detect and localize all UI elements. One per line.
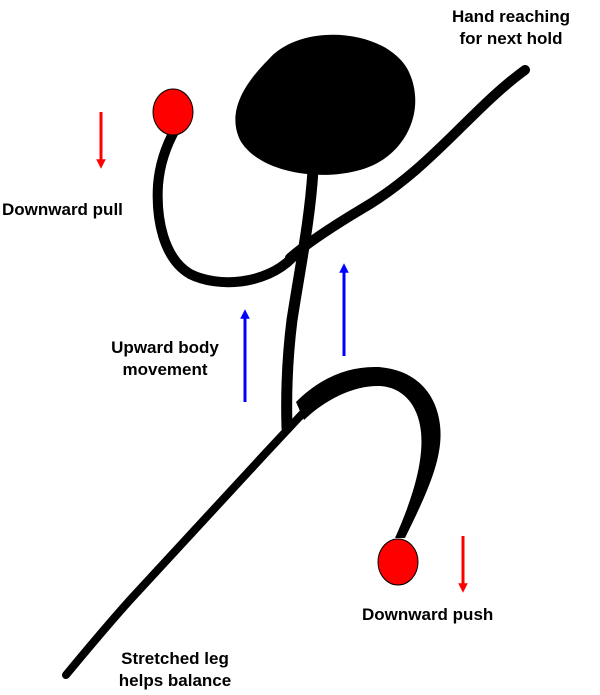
label-hand-reaching: Hand reaching for next hold xyxy=(428,6,594,50)
climber-head xyxy=(235,34,416,175)
hand-hold xyxy=(152,88,194,136)
climber-reaching-arm xyxy=(285,65,530,263)
label-downward-pull: Downward pull xyxy=(2,199,123,221)
label-line: Downward pull xyxy=(2,200,123,219)
label-line: Hand reaching xyxy=(451,7,571,26)
climber-torso xyxy=(281,164,319,434)
label-line: Stretched leg xyxy=(121,649,229,668)
label-line: Upward body xyxy=(111,338,219,357)
foot-hold xyxy=(377,538,419,586)
label-line: movement xyxy=(122,360,208,379)
label-upward-body-movement: Upward body movement xyxy=(90,337,240,381)
label-line: Downward push xyxy=(362,605,494,624)
label-downward-push: Downward push xyxy=(362,604,493,626)
climber-pulling-arm xyxy=(152,123,297,288)
label-stretched-leg: Stretched leg helps balance xyxy=(92,648,258,692)
climber-stretched-leg xyxy=(62,408,308,679)
label-line: for next hold xyxy=(459,29,563,48)
climber-bent-leg xyxy=(296,366,441,538)
label-line: helps balance xyxy=(118,671,232,690)
